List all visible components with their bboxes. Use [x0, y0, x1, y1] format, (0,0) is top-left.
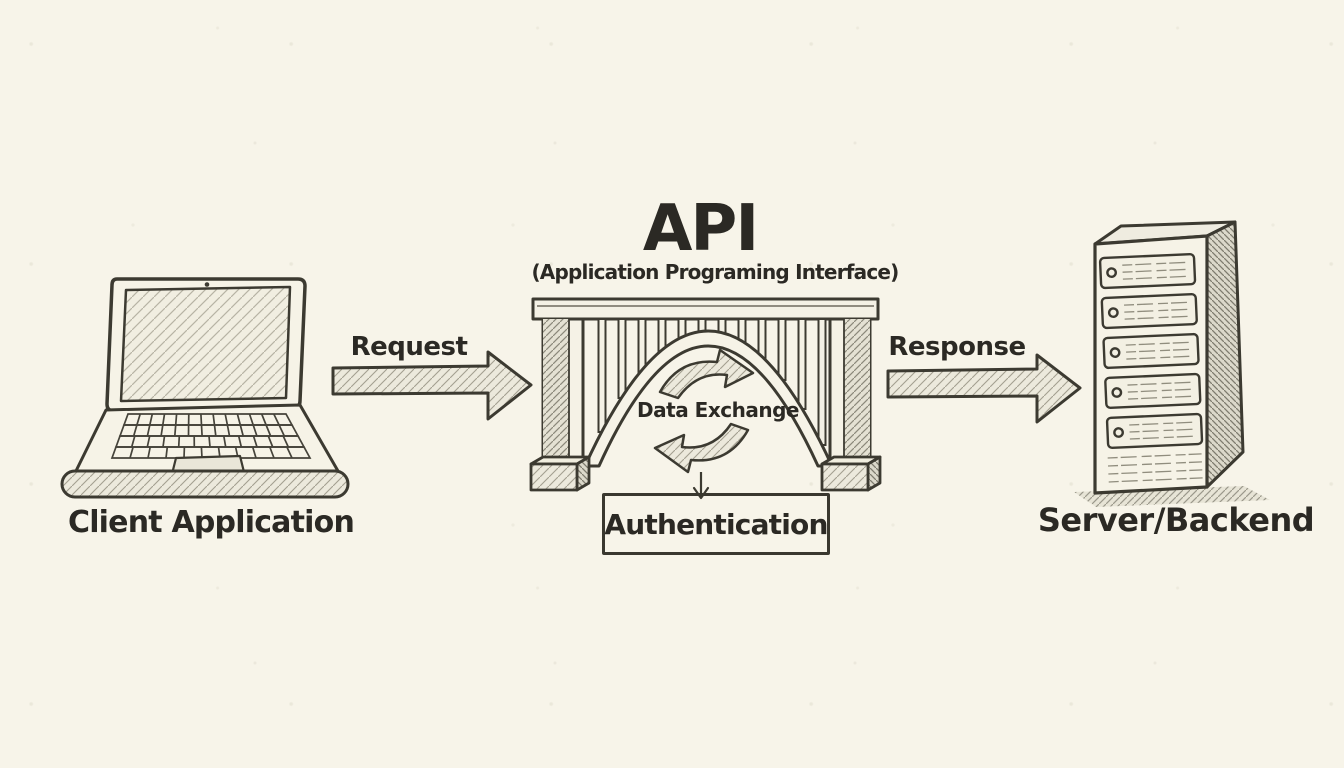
- authentication-box: Authentication: [602, 493, 830, 555]
- data-exchange-cycle-icon: [653, 348, 755, 474]
- response-label: Response: [888, 332, 1026, 362]
- server-drive-bays: [1098, 253, 1204, 483]
- server-label: Server/Backend: [1037, 501, 1315, 539]
- client-laptop-icon: [60, 277, 350, 499]
- laptop-screen-display: [119, 285, 292, 403]
- laptop-webcam-dot: [204, 282, 210, 287]
- data-exchange-label: Data Exchange: [637, 398, 799, 422]
- request-label: Request: [350, 332, 468, 362]
- client-label: Client Application: [67, 505, 355, 540]
- request-arrow-icon: [331, 350, 533, 421]
- api-bridge-icon: [529, 297, 882, 492]
- authentication-connector-arrow-icon: [692, 472, 710, 500]
- response-arrow-icon: [886, 353, 1082, 424]
- server-rack-icon: [1074, 220, 1270, 507]
- laptop-front-lip: [60, 469, 350, 499]
- laptop-keyboard: [110, 413, 312, 459]
- bridge-deck: [531, 297, 880, 321]
- api-title: API: [642, 192, 759, 266]
- api-subtitle: (Application Programing Interface): [531, 260, 899, 284]
- authentication-label: Authentication: [604, 507, 828, 541]
